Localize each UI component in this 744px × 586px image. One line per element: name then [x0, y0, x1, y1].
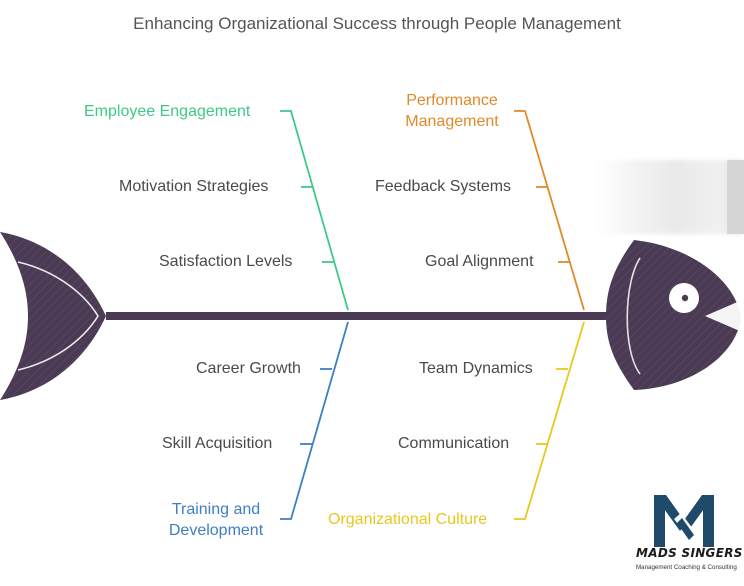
diagram-title: Enhancing Organizational Success through…: [133, 14, 621, 33]
category-performance-line1: Performance: [406, 92, 498, 109]
category-training-development: Training and Development: [162, 499, 270, 541]
cause-career-growth: Career Growth: [196, 360, 301, 377]
cause-motivation-strategies: Motivation Strategies: [119, 178, 269, 195]
brand-tagline: Management Coaching & Consulting: [636, 564, 737, 571]
cause-goal-alignment: Goal Alignment: [425, 253, 534, 270]
category-organizational-culture: Organizational Culture: [328, 511, 488, 528]
category-performance-line2: Management: [405, 113, 499, 130]
fish-gill: [626, 257, 641, 375]
category-performance-management: Performance Management: [398, 90, 506, 132]
cause-satisfaction-levels: Satisfaction Levels: [159, 253, 293, 270]
brand-name: MADS SINGERS: [636, 546, 743, 560]
fish-head: [606, 240, 741, 390]
cause-communication: Communication: [398, 435, 510, 452]
category-training-line1: Training and: [171, 501, 261, 518]
fish-mouth: [705, 300, 742, 332]
culture-bone: [514, 321, 585, 520]
category-employee-engagement: Employee Engagement: [84, 103, 251, 120]
cause-skill-acquisition: Skill Acquisition: [162, 435, 273, 452]
blurred-region-edge: [727, 160, 744, 234]
fish-tail: [0, 232, 106, 400]
category-training-line2: Development: [168, 522, 264, 539]
performance-bone: [514, 110, 585, 311]
brand-logo: [654, 495, 714, 547]
training-bone: [280, 321, 349, 520]
engagement-bone: [280, 110, 349, 311]
cause-team-dynamics: Team Dynamics: [419, 360, 533, 377]
cause-feedback-systems: Feedback Systems: [375, 178, 512, 195]
fish-pupil: [681, 294, 689, 302]
fish-tail-highlight: [17, 261, 99, 371]
blurred-region: [596, 160, 742, 234]
brand-m-icon: [654, 495, 714, 547]
